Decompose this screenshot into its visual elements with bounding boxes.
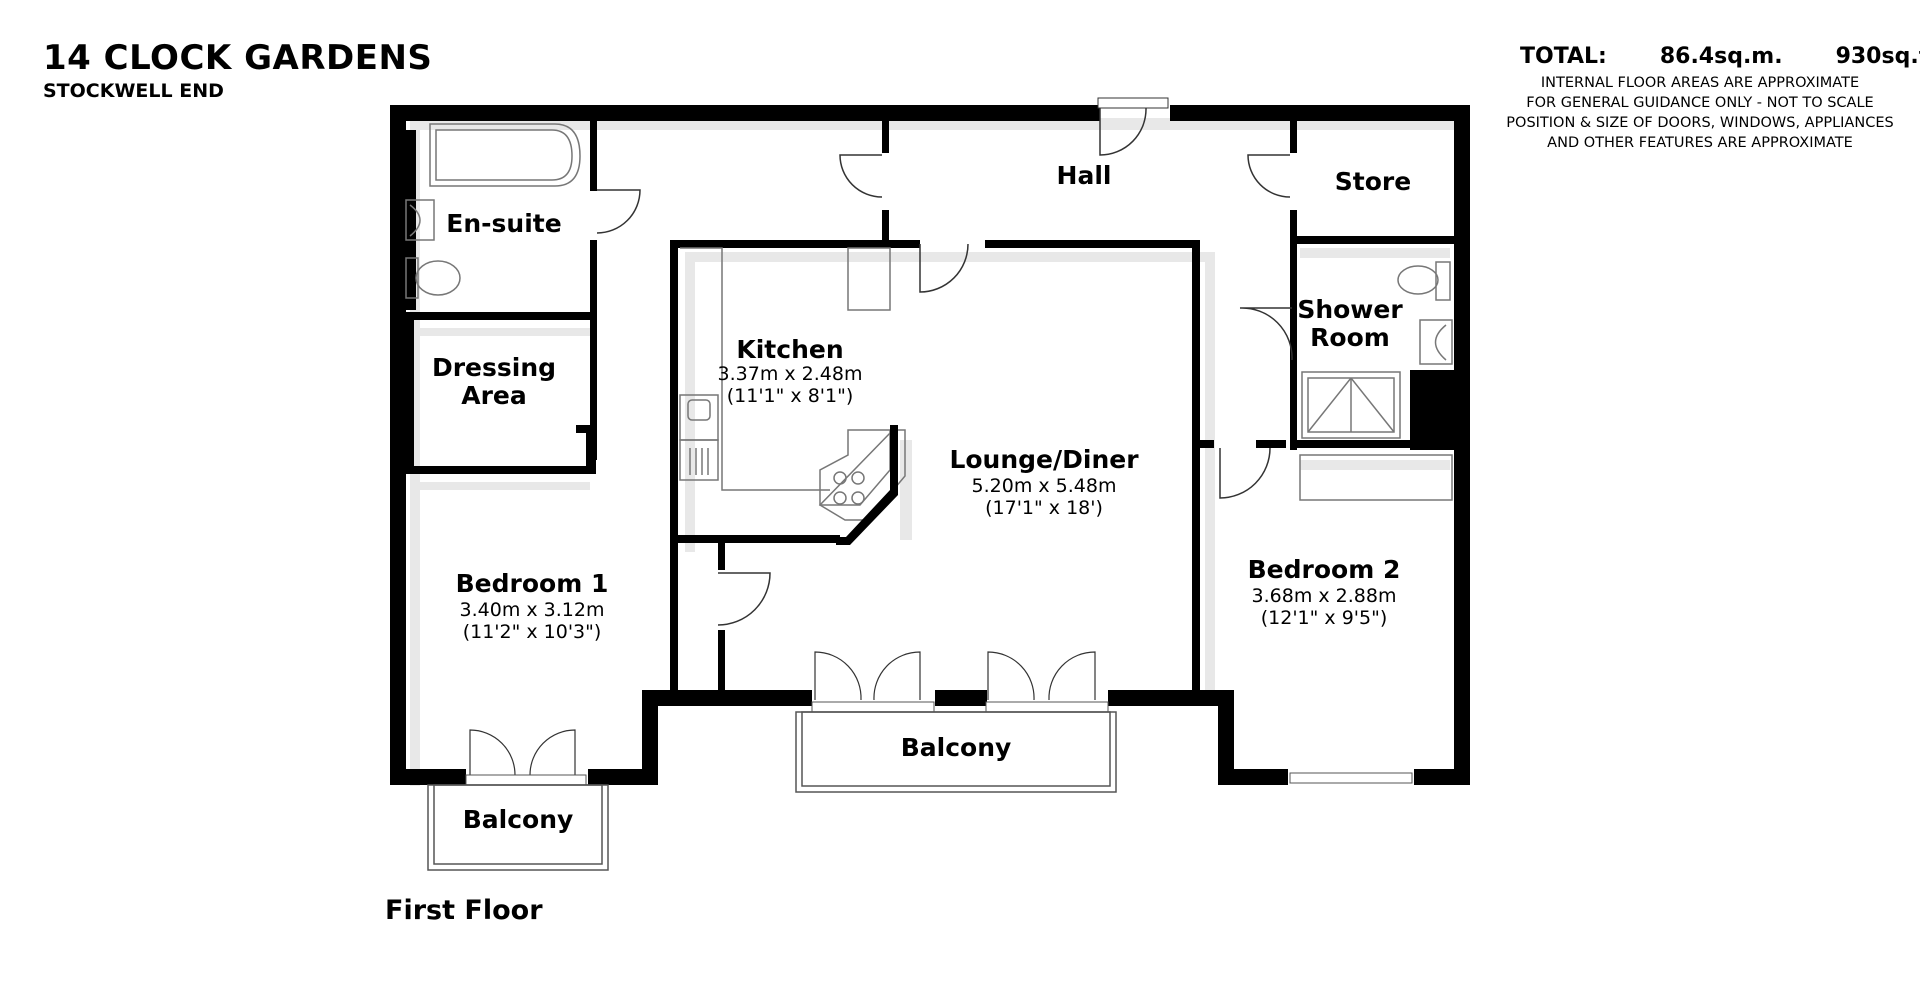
wall-shadows bbox=[410, 118, 1470, 786]
disclaimer-line: INTERNAL FLOOR AREAS ARE APPROXIMATE bbox=[1540, 75, 1860, 91]
room-dim-lounge-ft: (17'1" x 18') bbox=[985, 497, 1103, 519]
room-label-dressing-2: Area bbox=[461, 381, 527, 410]
room-label-shower-1: Shower bbox=[1297, 295, 1403, 324]
toilet-icon bbox=[405, 257, 461, 299]
balcony-outlines bbox=[427, 711, 1117, 871]
interior-walls bbox=[406, 121, 1454, 690]
room-label-shower-2: Room bbox=[1310, 323, 1390, 352]
door-frames bbox=[1097, 97, 1169, 109]
room-label-ensuite: En-suite bbox=[446, 209, 561, 238]
room-dim-bedroom1-ft: (11'2" x 10'3") bbox=[463, 621, 602, 643]
exterior-walls bbox=[390, 105, 1470, 785]
room-label-bedroom1: Bedroom 1 bbox=[456, 569, 609, 598]
disclaimer-line: POSITION & SIZE OF DOORS, WINDOWS, APPLI… bbox=[1506, 115, 1894, 131]
disclaimer-line: FOR GENERAL GUIDANCE ONLY - NOT TO SCALE bbox=[1526, 95, 1874, 111]
room-dim-lounge-m: 5.20m x 5.48m bbox=[972, 475, 1117, 497]
kitchen-corner-wall bbox=[836, 425, 898, 545]
room-dim-kitchen-m: 3.37m x 2.48m bbox=[718, 363, 863, 385]
disclaimer: INTERNAL FLOOR AREAS ARE APPROXIMATE FOR… bbox=[1490, 73, 1910, 153]
room-dim-bedroom2-m: 3.68m x 2.88m bbox=[1252, 585, 1397, 607]
balcony-doors bbox=[469, 651, 1096, 776]
room-label-bedroom2: Bedroom 2 bbox=[1248, 555, 1401, 584]
room-dim-bedroom1-m: 3.40m x 3.12m bbox=[460, 599, 605, 621]
disclaimer-line: AND OTHER FEATURES ARE APPROXIMATE bbox=[1547, 135, 1853, 151]
room-label-store: Store bbox=[1335, 167, 1411, 196]
room-label-dressing-1: Dressing bbox=[432, 353, 556, 382]
floor-label: First Floor bbox=[385, 895, 543, 926]
page-subtitle: STOCKWELL END bbox=[43, 80, 224, 102]
room-label-balcony-left: Balcony bbox=[463, 805, 574, 834]
room-label-lounge: Lounge/Diner bbox=[949, 445, 1139, 474]
room-label-hall: Hall bbox=[1057, 161, 1112, 190]
room-label-balcony-center: Balcony bbox=[901, 733, 1012, 762]
boiler-cupboard bbox=[1299, 454, 1453, 501]
room-dim-bedroom2-ft: (12'1" x 9'5") bbox=[1261, 607, 1388, 629]
basin-icon bbox=[405, 199, 435, 241]
shower-room-fixtures bbox=[1301, 261, 1453, 439]
room-dim-kitchen-ft: (11'1" x 8'1") bbox=[727, 385, 854, 407]
page-title: 14 CLOCK GARDENS bbox=[43, 38, 433, 78]
room-label-kitchen: Kitchen bbox=[736, 335, 843, 364]
hob-icon bbox=[833, 471, 865, 505]
doors bbox=[596, 107, 1293, 626]
bath-icon bbox=[429, 123, 581, 187]
